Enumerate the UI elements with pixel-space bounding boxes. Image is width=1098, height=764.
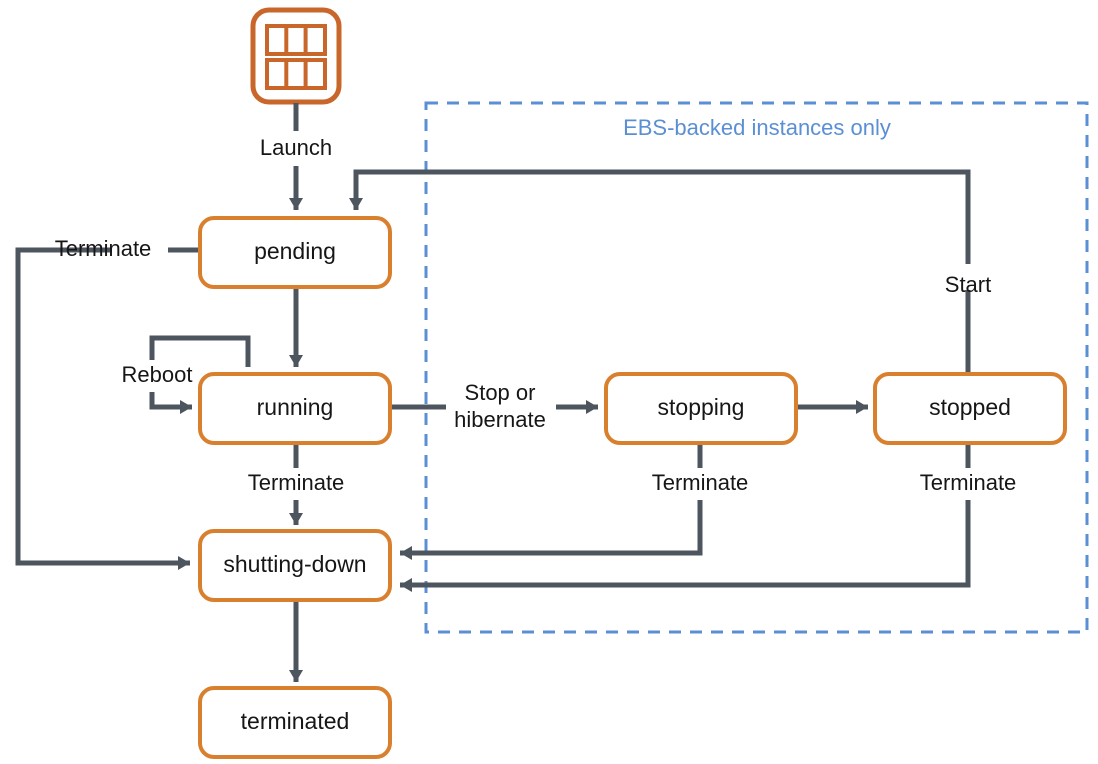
ebs-group: EBS-backed instances only xyxy=(424,101,1089,634)
edge-stop-or-hibernate-label-line2: hibernate xyxy=(454,407,546,432)
ebs-group-label: EBS-backed instances only xyxy=(623,115,891,140)
state-node-pending[interactable]: pending xyxy=(198,216,392,289)
edge-launch: Launch xyxy=(260,103,332,210)
edge-running-terminate-label: Terminate xyxy=(248,470,345,495)
state-box-shutting-down[interactable] xyxy=(198,529,392,602)
state-label-shutting-down: shutting-down xyxy=(223,551,366,577)
edge-stopping-terminate-path xyxy=(400,500,703,560)
state-node-shutting-down[interactable]: shutting-down xyxy=(198,529,392,602)
edge-pending-terminate-label: Terminate xyxy=(55,236,152,261)
edge-start: Start xyxy=(349,169,991,375)
edge-stopped-terminate: Terminate xyxy=(400,443,1017,592)
ami-icon-row-top xyxy=(265,24,327,56)
state-node-terminated[interactable]: terminated xyxy=(198,686,392,759)
edge-pending-terminate-path xyxy=(15,247,190,570)
state-label-terminated: terminated xyxy=(241,708,350,734)
ebs-group-frame xyxy=(424,101,1089,634)
edge-stopped-terminate-label: Terminate xyxy=(920,470,1017,495)
state-node-stopping[interactable]: stopping xyxy=(604,372,798,445)
edge-stop-or-hibernate: Stop or hibernate xyxy=(390,380,598,432)
edge-stopped-terminate-path xyxy=(400,500,971,592)
state-node-running[interactable]: running xyxy=(198,372,392,445)
edge-pending-terminate: Terminate xyxy=(15,236,200,570)
edge-running-terminate: Terminate xyxy=(248,443,345,525)
edge-reboot-upper xyxy=(149,335,251,367)
edge-stop-or-hibernate-label-line1: Stop or xyxy=(465,380,536,405)
state-node-stopped[interactable]: stopped xyxy=(873,372,1067,445)
state-box-stopped[interactable] xyxy=(873,372,1067,445)
state-box-terminated[interactable] xyxy=(198,686,392,759)
edge-reboot: Reboot xyxy=(122,335,251,414)
state-box-running[interactable] xyxy=(198,372,392,445)
edge-reboot-lower xyxy=(149,392,192,414)
state-label-stopped: stopped xyxy=(929,394,1011,420)
edge-start-path xyxy=(349,169,971,264)
edge-launch-label: Launch xyxy=(260,135,332,160)
state-label-stopping: stopping xyxy=(658,394,745,420)
state-box-stopping[interactable] xyxy=(604,372,798,445)
edge-start-label: Start xyxy=(945,272,991,297)
edge-stopping-terminate: Terminate xyxy=(400,443,749,560)
ami-icon-row-bottom xyxy=(265,58,327,90)
state-box-pending[interactable] xyxy=(198,216,392,289)
state-label-running: running xyxy=(257,394,334,420)
state-label-pending: pending xyxy=(254,238,336,264)
edge-stopping-terminate-label: Terminate xyxy=(652,470,749,495)
edge-reboot-label: Reboot xyxy=(122,362,193,387)
ami-icon xyxy=(250,7,342,105)
